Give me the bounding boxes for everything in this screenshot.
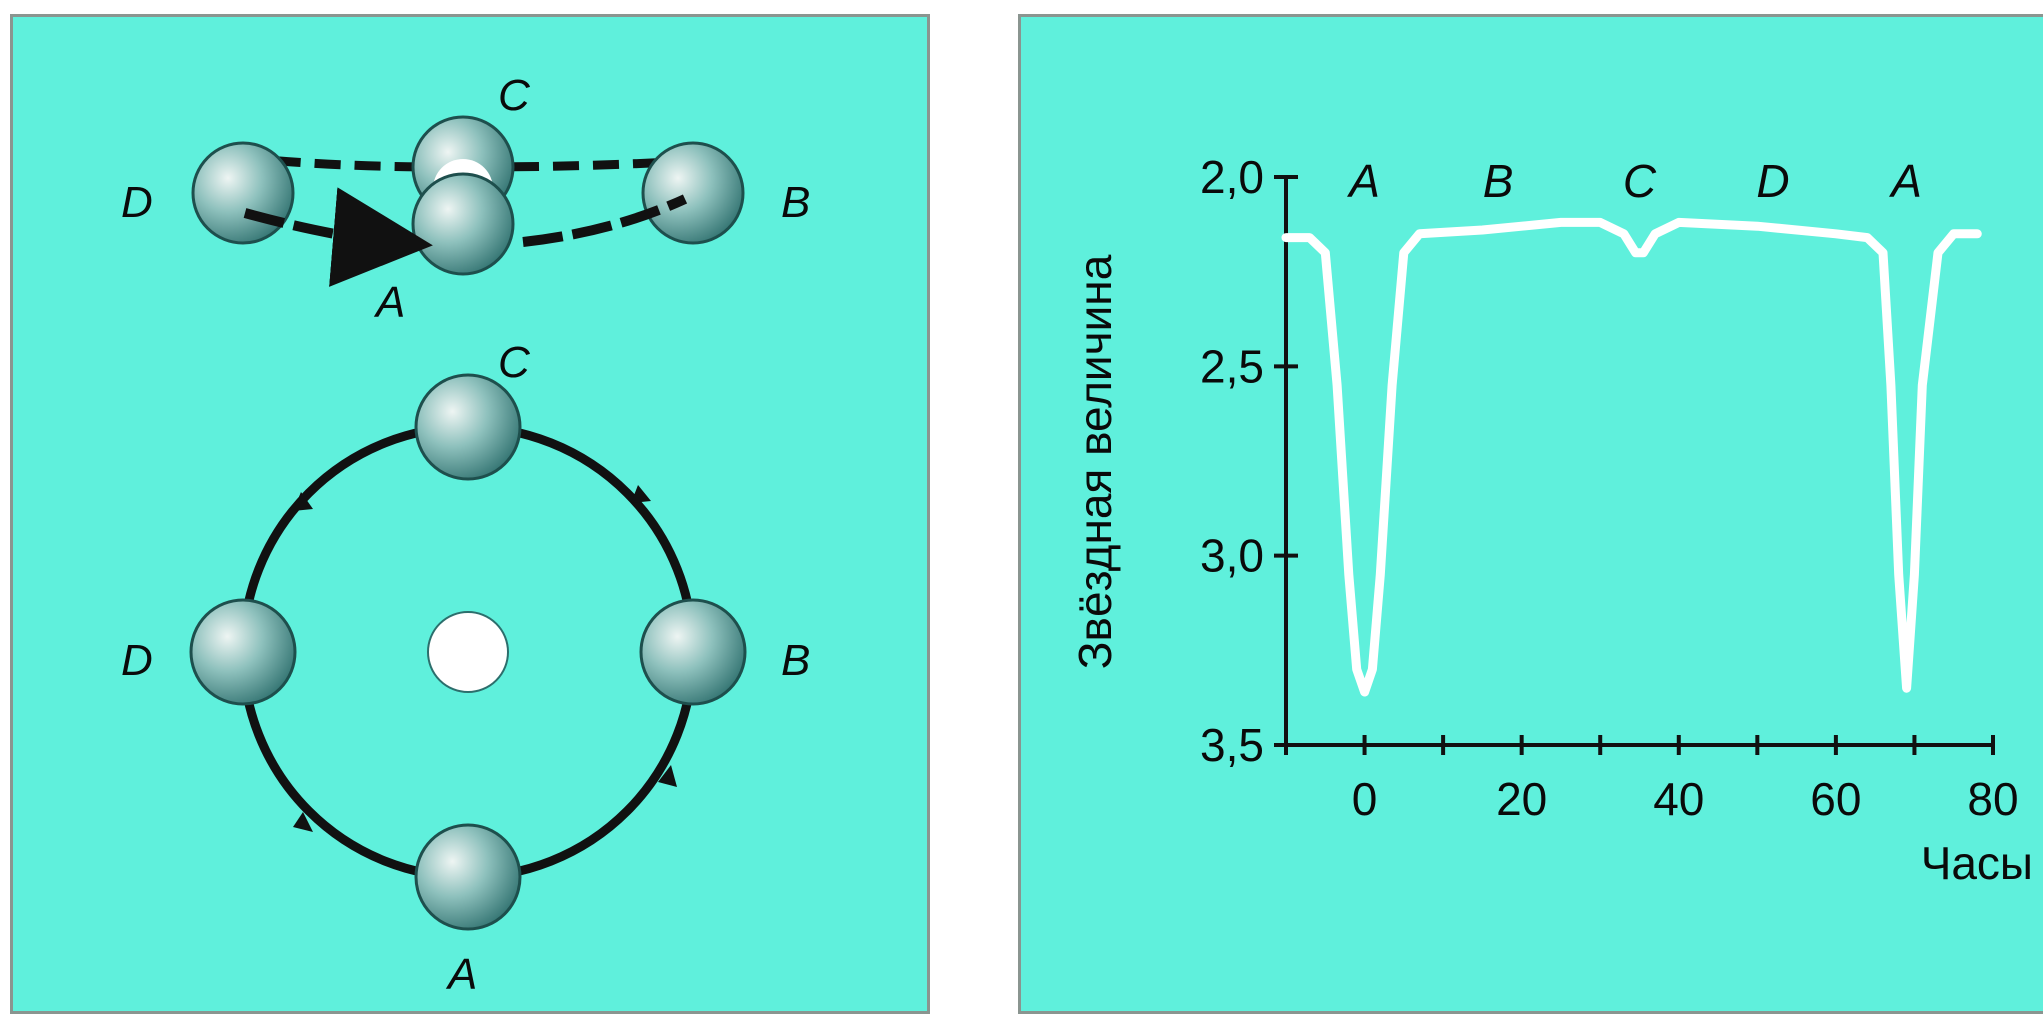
orbit-arrow-b-a [658, 765, 677, 787]
y-tick-label: 3,5 [1200, 719, 1264, 771]
orbit-arrow-c-b [631, 485, 651, 503]
x-tick-label: 0 [1352, 773, 1378, 825]
x-tick-label: 40 [1653, 773, 1704, 825]
phase-label: D [1756, 155, 1789, 207]
y-tick-label: 2,5 [1200, 340, 1264, 392]
top-label-c: C [498, 338, 531, 387]
star-b-side [641, 141, 745, 245]
light-curve-chart: 2,0 2,5 3,0 3,5 0 20 40 60 80 A B C D A Звёздная ве… [1069, 151, 2033, 889]
star-a-side [411, 172, 515, 276]
x-ticks: 0 20 40 60 80 [1284, 735, 2019, 825]
side-label-c: C [498, 71, 531, 120]
light-curve-line [1281, 217, 1982, 697]
y-tick-label: 2,0 [1200, 151, 1264, 203]
x-tick-label: 60 [1810, 773, 1861, 825]
y-ticks: 2,0 2,5 3,0 3,5 [1200, 151, 1298, 771]
orbit-front-right [522, 194, 688, 247]
star-c-top [414, 373, 522, 481]
side-label-b: B [781, 178, 810, 227]
phase-label: A [1346, 155, 1380, 207]
top-view: C D B A [121, 338, 810, 999]
y-axis-label: Звёздная величина [1069, 254, 1121, 669]
star-d-side [191, 141, 295, 245]
orbit-arrow-a-d [293, 812, 313, 832]
y-tick-label: 3,0 [1200, 530, 1264, 582]
orbit-arrow-d-c [293, 492, 313, 511]
orbit-diagram: C D B A C D B A [121, 71, 810, 999]
top-label-b: B [781, 636, 810, 685]
side-label-a: A [373, 278, 405, 327]
phase-label: C [1623, 155, 1657, 207]
star-d-top [189, 598, 297, 706]
star-b-top [639, 598, 747, 706]
central-star-top [427, 611, 509, 693]
star-a-top [414, 823, 522, 931]
side-view: C D B A [121, 71, 810, 327]
top-label-d: D [121, 636, 153, 685]
x-tick-label: 80 [1967, 773, 2018, 825]
phase-label: B [1483, 155, 1514, 207]
x-axis-label: Часы [1921, 837, 2033, 889]
orbit-diagram-panel: C D B A C D B A [10, 14, 930, 1014]
x-tick-label: 20 [1496, 773, 1547, 825]
chart-axes [1284, 177, 1993, 747]
top-label-a: A [445, 950, 477, 999]
side-label-d: D [121, 178, 153, 227]
light-curve-panel: 2,0 2,5 3,0 3,5 0 20 40 60 80 A B C D A Звёздная ве… [1018, 14, 2043, 1014]
orbit-front-left [243, 187, 433, 287]
phase-label: A [1888, 155, 1922, 207]
